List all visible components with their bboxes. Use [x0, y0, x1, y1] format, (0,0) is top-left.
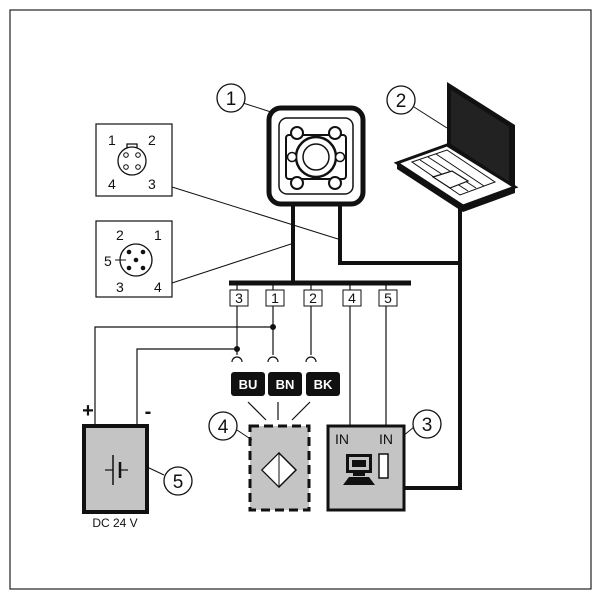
callout-1 — [216, 83, 246, 113]
terminal-label-1: 1 — [271, 290, 279, 306]
callout-2-label: 2 — [396, 91, 407, 112]
pin5-label-5: 5 — [104, 253, 112, 269]
callout-3 — [412, 409, 442, 439]
pin5-label-3: 3 — [116, 279, 124, 295]
outer-frame — [9, 9, 592, 590]
connector-4pin-diagram: 1 2 4 3 — [95, 123, 173, 197]
sensor-head — [266, 105, 366, 207]
plc-input-right: IN — [379, 431, 393, 447]
power-minus-sign: - — [145, 401, 152, 423]
tag-bu — [231, 372, 265, 396]
tag-bu-label: BU — [239, 377, 258, 392]
terminal-row: 3 1 2 4 5 — [229, 289, 398, 307]
wire-tags: BU BN BK — [231, 372, 340, 396]
pointer-4pin — [171, 186, 339, 240]
pin4-label-1: 1 — [108, 132, 116, 148]
power-supply: + - DC 24 V — [82, 400, 151, 530]
pin5-label-1: 1 — [154, 227, 162, 243]
pin5-label-4: 4 — [154, 279, 162, 295]
pin5-label-2: 2 — [116, 227, 124, 243]
tag-bn-label: BN — [276, 377, 295, 392]
pin4-label-2: 2 — [148, 132, 156, 148]
callout-5-label: 5 — [173, 472, 184, 493]
callout-4-label: 4 — [218, 417, 229, 438]
pin4-label-4: 4 — [108, 176, 116, 192]
pin4-label-3: 3 — [148, 176, 156, 192]
terminal-label-5: 5 — [384, 290, 392, 306]
callouts: 1 2 3 4 5 — [146, 83, 448, 496]
tag-bk-label: BK — [314, 377, 333, 392]
terminal-label-4: 4 — [348, 290, 356, 306]
callout-1-label: 1 — [226, 89, 237, 110]
proximity-sensor — [248, 424, 311, 512]
tag-bk — [306, 372, 340, 396]
plc-unit: IN IN — [326, 424, 406, 512]
terminal-label-2: 2 — [309, 290, 317, 306]
callout-2 — [386, 85, 416, 115]
callout-3-label: 3 — [422, 415, 433, 436]
plc-input-left: IN — [335, 431, 349, 447]
power-voltage-label: DC 24 V — [92, 516, 137, 530]
callout-4 — [208, 411, 238, 441]
wiring — [94, 186, 462, 490]
laptop-icon — [393, 82, 519, 212]
terminal-label-3: 3 — [235, 290, 243, 306]
tag-bn — [268, 372, 302, 396]
pointer-5pin — [171, 243, 292, 284]
connector-5pin-diagram: 2 1 5 3 4 — [95, 220, 173, 298]
power-plus-sign: + — [82, 400, 94, 422]
callout-5 — [163, 466, 193, 496]
